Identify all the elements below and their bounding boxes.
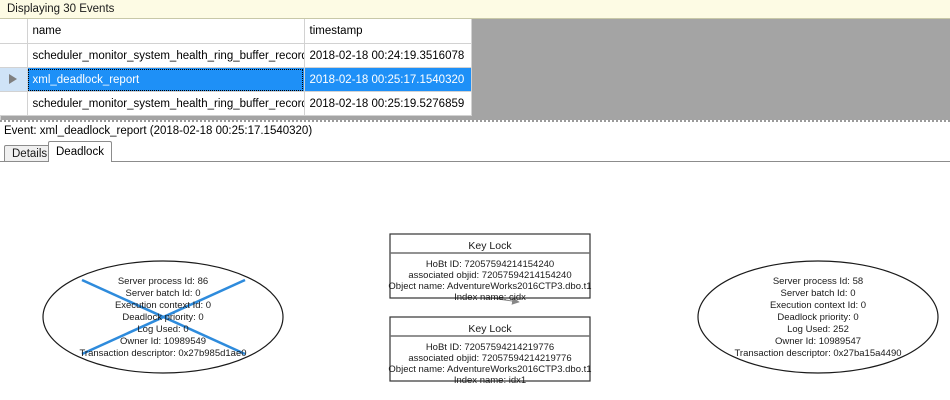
row-name-cell[interactable]: scheduler_monitor_system_health_ring_buf… (27, 91, 305, 116)
process-right-line-2: Execution context Id: 0 (770, 300, 866, 311)
process-left-line-0: Server process Id: 86 (118, 276, 208, 287)
row-timestamp-cell[interactable]: 2018-02-18 00:25:19.5276859 (304, 91, 472, 116)
process-right-line-6: Transaction descriptor: 0x27ba15a4490 (734, 348, 901, 359)
row-selector-cell[interactable] (0, 43, 28, 68)
resource-bottom-line-2: Object name: AdventureWorks2016CTP3.dbo.… (388, 364, 591, 375)
resource-bottom-line-1: associated objid: 72057594214219776 (408, 353, 571, 364)
process-left-line-1: Server batch Id: 0 (126, 288, 201, 299)
resource-top-line-2: Object name: AdventureWorks2016CTP3.dbo.… (388, 281, 591, 292)
event-detail-header: Event: xml_deadlock_report (2018-02-18 0… (0, 120, 950, 140)
events-grid[interactable]: name timestamp scheduler_monitor_system_… (0, 19, 472, 116)
process-left-line-4: Log Used: 0 (137, 324, 188, 335)
grid-header-selector (0, 19, 28, 44)
process-left-line-2: Execution context Id: 0 (115, 300, 211, 311)
resource-top-line-1: associated objid: 72057594214154240 (408, 270, 571, 281)
resource-bottom-line-3: Index name: idx1 (454, 375, 526, 386)
row-timestamp-cell[interactable]: 2018-02-18 00:25:17.1540320 (304, 67, 472, 92)
deadlock-process-node-right[interactable]: Server process Id: 58 Server batch Id: 0… (697, 260, 939, 374)
tab-deadlock-label: Deadlock (56, 146, 104, 158)
process-right-line-4: Log Used: 252 (787, 324, 849, 335)
events-grid-region[interactable]: name timestamp scheduler_monitor_system_… (0, 19, 950, 120)
detail-tabstrip: Details Deadlock (0, 140, 950, 162)
resource-top-line-0: HoBt ID: 72057594214154240 (426, 259, 554, 270)
grid-header-row: name timestamp (0, 19, 472, 44)
grid-header-timestamp[interactable]: timestamp (304, 19, 472, 44)
process-left-line-5: Owner Id: 10989549 (120, 336, 206, 347)
tab-details[interactable]: Details (4, 145, 56, 162)
row-selector-cell[interactable] (0, 91, 28, 116)
events-status-bar: Displaying 30 Events (0, 0, 950, 19)
resource-top-title: Key Lock (468, 240, 512, 252)
row-timestamp-cell[interactable]: 2018-02-18 00:24:19.3516078 (304, 43, 472, 68)
resource-top-line-3: Index name: cidx (454, 292, 526, 303)
event-detail-title: Event: xml_deadlock_report (2018-02-18 0… (4, 125, 313, 137)
process-right-line-5: Owner Id: 10989547 (775, 336, 861, 347)
process-right-line-1: Server batch Id: 0 (781, 288, 856, 299)
deadlock-graph-canvas[interactable]: Request Mode: S Owner Mode: X Owner Mode… (0, 161, 950, 400)
process-left-line-3: Deadlock priority: 0 (122, 312, 203, 323)
process-left-line-6: Transaction descriptor: 0x27b985d1ae0 (79, 348, 246, 359)
row-selector-cell[interactable] (0, 67, 28, 92)
deadlock-resource-node-bottom[interactable]: Key Lock HoBt ID: 72057594214219776 asso… (388, 316, 592, 386)
deadlock-resource-node-top[interactable]: Key Lock HoBt ID: 72057594214154240 asso… (388, 233, 592, 303)
table-row[interactable]: xml_deadlock_report 2018-02-18 00:25:17.… (0, 67, 472, 92)
tab-deadlock[interactable]: Deadlock (48, 141, 112, 162)
grid-header-name[interactable]: name (27, 19, 305, 44)
process-right-line-0: Server process Id: 58 (773, 276, 863, 287)
tab-details-label: Details (12, 147, 48, 160)
deadlock-process-node-left[interactable]: Server process Id: 86 Server batch Id: 0… (42, 260, 284, 374)
deadlock-graph-svg: Request Mode: S Owner Mode: X Owner Mode… (42, 233, 939, 386)
table-row[interactable]: scheduler_monitor_system_health_ring_buf… (0, 91, 472, 116)
table-row[interactable]: scheduler_monitor_system_health_ring_buf… (0, 43, 472, 68)
row-name-cell[interactable]: xml_deadlock_report (27, 67, 305, 92)
resource-bottom-title: Key Lock (468, 323, 512, 335)
events-status-text: Displaying 30 Events (7, 3, 115, 15)
process-right-line-3: Deadlock priority: 0 (777, 312, 858, 323)
row-arrow-icon (9, 74, 18, 85)
row-name-cell[interactable]: scheduler_monitor_system_health_ring_buf… (27, 43, 305, 68)
resource-bottom-line-0: HoBt ID: 72057594214219776 (426, 342, 554, 353)
